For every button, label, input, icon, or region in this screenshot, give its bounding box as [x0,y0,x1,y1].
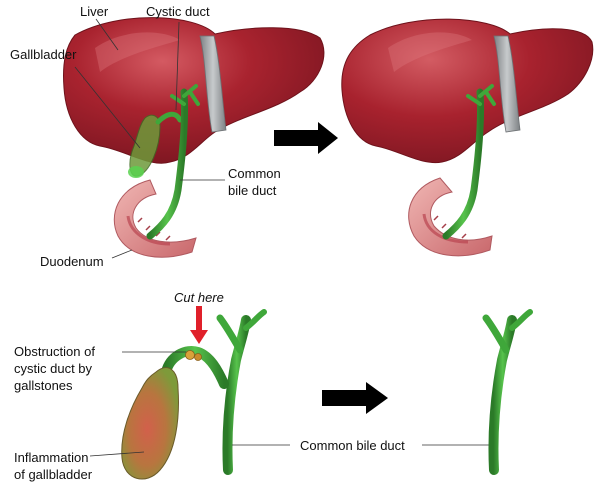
leader-lines-bottom [89,351,494,457]
top-right-anatomy [341,18,594,257]
liver-right [341,18,594,164]
cut-here-arrow [190,306,208,344]
duodenum-right [408,177,493,257]
ligament-right [493,35,521,133]
label-obstruction-2: cystic duct by [14,361,93,376]
label-common-bile-duct-2: bile duct [228,183,277,198]
label-gallbladder: Gallbladder [10,47,77,62]
arrow-right-top [274,122,338,154]
label-inflammation-2: of gallbladder [14,467,93,482]
leader-lines-top [74,18,225,259]
label-duodenum: Duodenum [40,254,104,269]
top-left-anatomy [63,17,325,258]
cystic-duct [155,111,183,125]
label-cystic-duct: Cystic duct [146,4,210,19]
label-liver: Liver [80,4,109,19]
cystic-duct-bottom [161,346,229,389]
label-inflammation-1: Inflammation [14,450,88,465]
arrow-right-bottom [322,382,388,414]
label-common-bile-duct-1: Common [228,166,281,181]
common-bile-duct-bottom-left [222,315,251,475]
label-obstruction-3: gallstones [14,378,73,393]
ligament-left [199,35,227,133]
gallstone [185,350,195,360]
label-cut-here: Cut here [174,290,224,305]
duodenum-left [113,179,197,258]
common-bile-duct-right [442,88,485,240]
common-bile-duct-left [146,88,189,240]
label-common-bile-duct-bottom: Common bile duct [300,438,405,453]
inflamed-gallbladder [121,367,179,480]
label-obstruction-1: Obstruction of [14,344,95,359]
common-bile-duct-bottom-right [488,315,517,475]
bottom-left-anatomy [121,309,267,480]
bottom-right-anatomy [482,309,533,475]
